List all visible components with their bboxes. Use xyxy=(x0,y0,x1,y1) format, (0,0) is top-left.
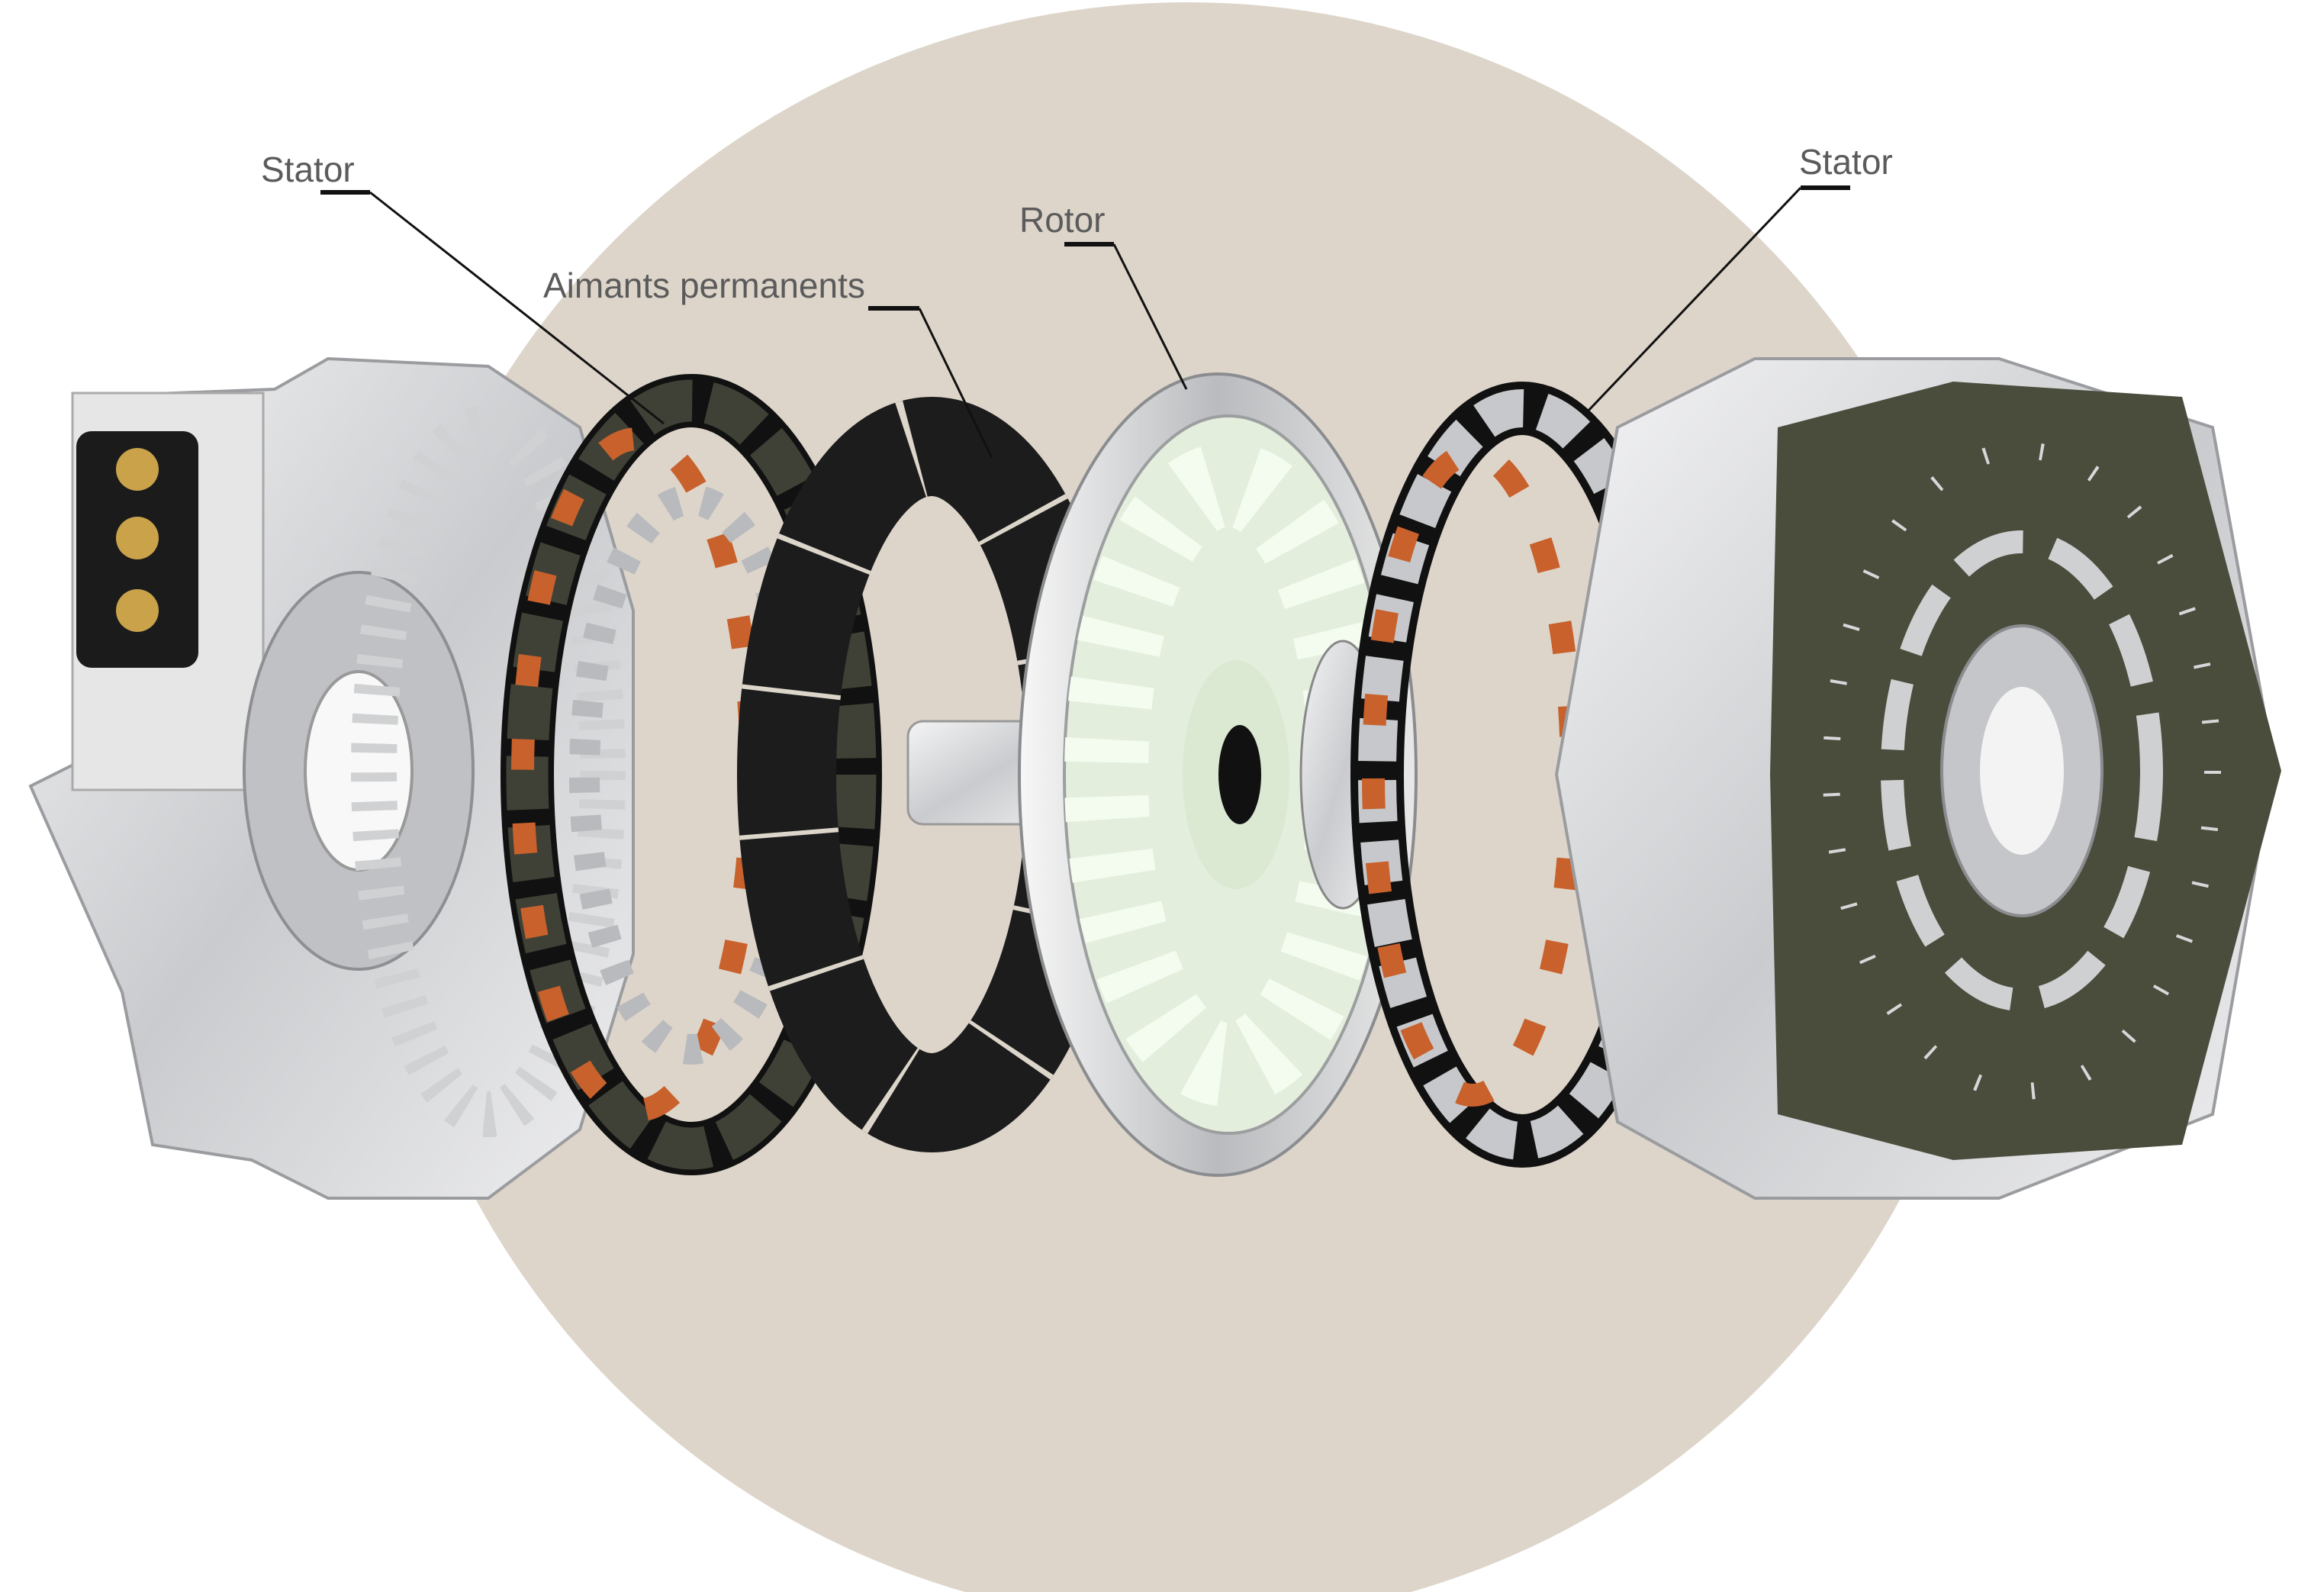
label-rotor: Rotor xyxy=(1019,200,1188,390)
right-housing xyxy=(1554,357,2281,1200)
label-text: Aimants permanents xyxy=(543,266,865,305)
label-text: Rotor xyxy=(1019,200,1105,240)
label-stator-left: Stator xyxy=(261,150,665,425)
label-magnets: Aimants permanents xyxy=(543,266,993,459)
left-housing xyxy=(28,356,635,1200)
terminal-icon xyxy=(116,589,159,632)
label-text: Stator xyxy=(1799,142,1893,182)
terminal-icon xyxy=(116,448,159,491)
label-stator-right: Stator xyxy=(1585,142,1893,414)
label-text: Stator xyxy=(261,150,355,189)
terminal-icon xyxy=(116,517,159,559)
